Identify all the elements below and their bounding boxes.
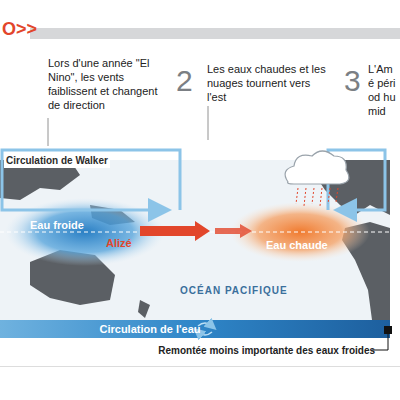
step-text: Les eaux chaudes et les nuages tournent … <box>207 62 329 104</box>
wind-label: Alizé <box>106 236 146 250</box>
callout-number: 2 <box>176 64 200 98</box>
water-band: Circulation de l'eau <box>0 320 390 338</box>
ocean-label: OCÉAN PACIFIQUE <box>180 284 320 298</box>
header-mark: O>> <box>2 18 42 40</box>
circulation-label: Circulation de Walker <box>4 154 110 168</box>
callout-number: 3 <box>344 64 368 98</box>
band-label: Circulation de l'eau <box>99 322 200 336</box>
note-label: Remontée moins importante des eaux froid… <box>140 344 375 358</box>
step-text: L'Amé périod humid <box>368 62 398 118</box>
water-label: Eau froide <box>30 218 110 232</box>
step-text: Lors d'une année "El Nino", les vents fa… <box>48 56 166 112</box>
water-label: Eau chaude <box>266 238 346 252</box>
